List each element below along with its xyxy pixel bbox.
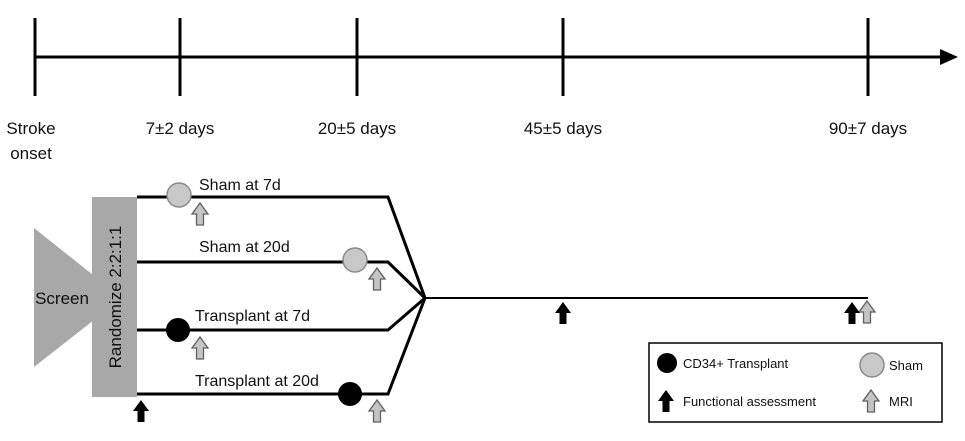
arm-label-sham-20d: Sham at 20d: [199, 239, 290, 256]
milestone-stroke-onset-line2: onset: [10, 144, 52, 163]
sham-marker-7d: [166, 182, 192, 208]
mri-arrow-transplant-20d: [368, 399, 386, 423]
arm-path-transplant-20d: [137, 297, 427, 396]
legend-sham-symbol: [859, 352, 885, 378]
legend-functional-label: Functional assessment: [683, 394, 816, 409]
screen-funnel: [34, 228, 122, 367]
mri-arrow-sham-7d: [191, 202, 209, 226]
legend-box: [648, 342, 943, 423]
sham-marker-20d: [342, 247, 368, 273]
functional-arrow-baseline: [133, 400, 149, 422]
mri-arrow-transplant-7d: [191, 336, 209, 360]
arm-path-sham-7d: [137, 195, 427, 299]
transplant-marker-20d: [338, 382, 362, 406]
legend-sham-label: Sham: [889, 358, 923, 373]
arm-label-sham-7d: Sham at 7d: [199, 177, 281, 194]
functional-arrow-90d: [844, 302, 860, 324]
arm-label-transplant-7d: Transplant at 7d: [195, 308, 310, 325]
mri-arrow-90d: [858, 300, 876, 324]
functional-arrow-45d: [555, 302, 571, 324]
legend-transplant-label: CD34+ Transplant: [683, 356, 789, 371]
randomize-label: Randomize 2:2:1:1: [106, 226, 125, 369]
legend-mri-label: MRI: [889, 394, 913, 409]
milestone-20-days: 20±5 days: [318, 119, 396, 138]
randomize-block: [92, 197, 137, 397]
screen-label: Screen: [35, 289, 89, 308]
transplant-marker-7d: [166, 318, 190, 342]
arm-path-sham-20d: [137, 260, 427, 300]
arm-label-transplant-20d: Transplant at 20d: [195, 373, 319, 390]
milestone-90-days: 90±7 days: [829, 119, 907, 138]
mri-arrow-sham-20d: [368, 267, 386, 291]
legend-transplant-symbol: [657, 353, 677, 373]
milestone-stroke-onset-line1: Stroke: [6, 119, 55, 138]
milestone-7-days: 7±2 days: [146, 119, 215, 138]
milestone-45-days: 45±5 days: [524, 119, 602, 138]
timeline-arrowhead: [940, 49, 958, 65]
arm-path-transplant-7d: [137, 296, 426, 332]
